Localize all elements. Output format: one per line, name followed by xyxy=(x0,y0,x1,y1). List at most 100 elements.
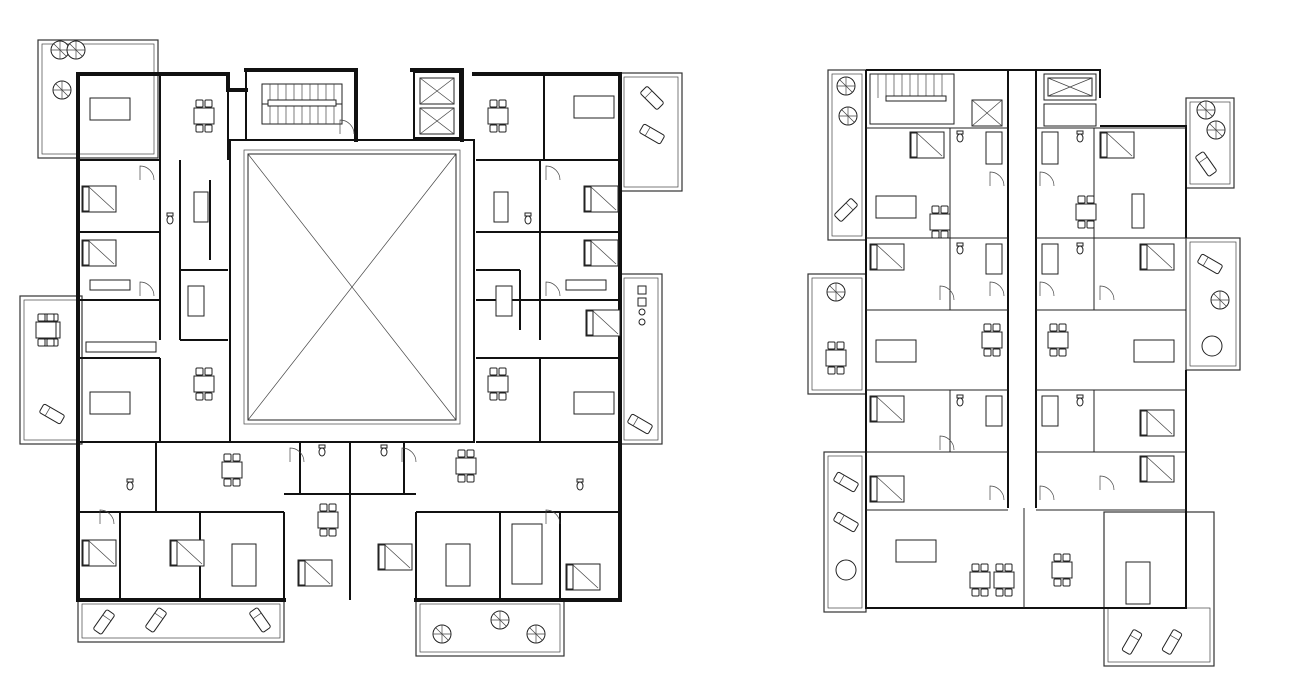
umbrella-table-icon xyxy=(1206,120,1226,140)
plan-right xyxy=(807,69,1241,667)
bed-icon xyxy=(585,309,621,337)
dining-set-icon xyxy=(993,563,1015,597)
bathtub-icon xyxy=(493,191,509,223)
door-swing-icon xyxy=(989,171,1005,187)
elevator-icon xyxy=(971,73,1097,127)
door-swing-icon xyxy=(139,281,155,297)
bathtub-icon xyxy=(985,243,1003,275)
dining-set-icon xyxy=(969,563,991,597)
bathtub-icon xyxy=(985,395,1003,427)
dining-set-icon xyxy=(455,449,477,483)
umbrella-table-icon xyxy=(50,40,70,60)
corridor xyxy=(1007,70,1037,508)
bathtub-icon xyxy=(187,285,205,317)
bathtub-icon xyxy=(985,131,1003,165)
terrace-bottom-left xyxy=(77,599,285,643)
sofa-icon xyxy=(89,391,131,415)
toilet-icon xyxy=(166,212,174,225)
umbrella-table-icon xyxy=(526,624,546,644)
dining-set-icon xyxy=(193,99,215,133)
toilet-icon xyxy=(318,444,326,457)
dining-set-icon xyxy=(317,503,339,537)
dining-set-icon xyxy=(193,367,215,401)
bed-icon xyxy=(869,475,905,503)
interior-walls-left xyxy=(80,74,230,443)
bed-icon xyxy=(565,563,601,591)
dining-set-icon xyxy=(221,453,243,487)
bathtub-icon xyxy=(1041,131,1059,165)
toilet-icon xyxy=(956,394,964,407)
sofa-icon xyxy=(1131,193,1145,229)
toilet-icon xyxy=(126,478,134,491)
bathtub-icon xyxy=(1041,243,1059,275)
umbrella-table-icon xyxy=(66,40,86,60)
elevator-icon xyxy=(413,71,461,139)
bed-icon xyxy=(909,131,945,159)
sofa-icon xyxy=(875,195,917,219)
bed-icon xyxy=(1139,243,1175,271)
door-swing-icon xyxy=(289,447,305,463)
sofa-icon xyxy=(89,97,131,121)
umbrella-table-icon xyxy=(1196,100,1216,120)
bed-icon xyxy=(169,539,205,567)
dining-set-icon xyxy=(929,205,951,239)
door-swing-icon xyxy=(545,165,561,181)
dining-set-icon xyxy=(487,367,509,401)
bathtub-icon xyxy=(1041,395,1059,427)
umbrella-table-icon xyxy=(838,106,858,126)
umbrella-table-icon xyxy=(52,80,72,100)
bed-icon xyxy=(297,559,333,587)
sofa-icon xyxy=(1133,339,1175,363)
sofa-icon xyxy=(573,391,615,415)
sofa-icon xyxy=(875,339,917,363)
bed-icon xyxy=(1139,409,1175,437)
toilet-icon xyxy=(524,212,532,225)
bed-icon xyxy=(81,185,117,213)
sofa-icon xyxy=(1125,561,1151,605)
door-swing-icon xyxy=(1099,285,1115,301)
toilet-icon xyxy=(1076,130,1084,143)
stair-icon xyxy=(869,73,955,125)
door-swing-icon xyxy=(545,281,561,297)
bed-icon xyxy=(583,185,619,213)
dining-set-icon xyxy=(1075,195,1097,229)
door-swing-icon xyxy=(1039,485,1055,501)
bed-icon xyxy=(377,543,413,571)
toilet-icon xyxy=(576,478,584,491)
courtyard-void xyxy=(247,153,457,421)
door-swing-icon xyxy=(139,165,155,181)
toilet-icon xyxy=(380,444,388,457)
bathtub-icon xyxy=(193,191,209,223)
dining-set-icon xyxy=(1047,323,1069,357)
bed-icon xyxy=(583,239,619,267)
bed-icon xyxy=(869,243,905,271)
sofa-icon xyxy=(895,539,937,563)
door-swing-icon xyxy=(1039,171,1055,187)
umbrella-table-icon xyxy=(826,282,846,302)
umbrella-table-icon xyxy=(490,610,510,630)
umbrella-table-icon xyxy=(836,76,856,96)
umbrella-table-icon xyxy=(1210,290,1230,310)
dining-set-icon xyxy=(981,323,1003,357)
stair-icon xyxy=(261,83,343,125)
sofa-icon xyxy=(445,543,471,587)
door-swing-icon xyxy=(939,435,955,451)
umbrella-table-icon xyxy=(432,624,452,644)
bed-icon xyxy=(81,239,117,267)
door-swing-icon xyxy=(989,485,1005,501)
toilet-icon xyxy=(1076,242,1084,255)
dining-set-icon xyxy=(1051,553,1073,587)
bed-icon xyxy=(81,539,117,567)
terrace-bottom-right xyxy=(1103,511,1215,667)
door-swing-icon xyxy=(989,281,1005,297)
toilet-icon xyxy=(956,130,964,143)
plan-left xyxy=(19,39,683,657)
toilet-icon xyxy=(1076,394,1084,407)
bed-icon xyxy=(1139,455,1175,483)
courtyard-edge xyxy=(229,139,475,443)
toilet-icon xyxy=(956,242,964,255)
bathtub-icon xyxy=(495,285,513,317)
door-swing-icon xyxy=(1099,475,1115,491)
bed-icon xyxy=(869,395,905,423)
